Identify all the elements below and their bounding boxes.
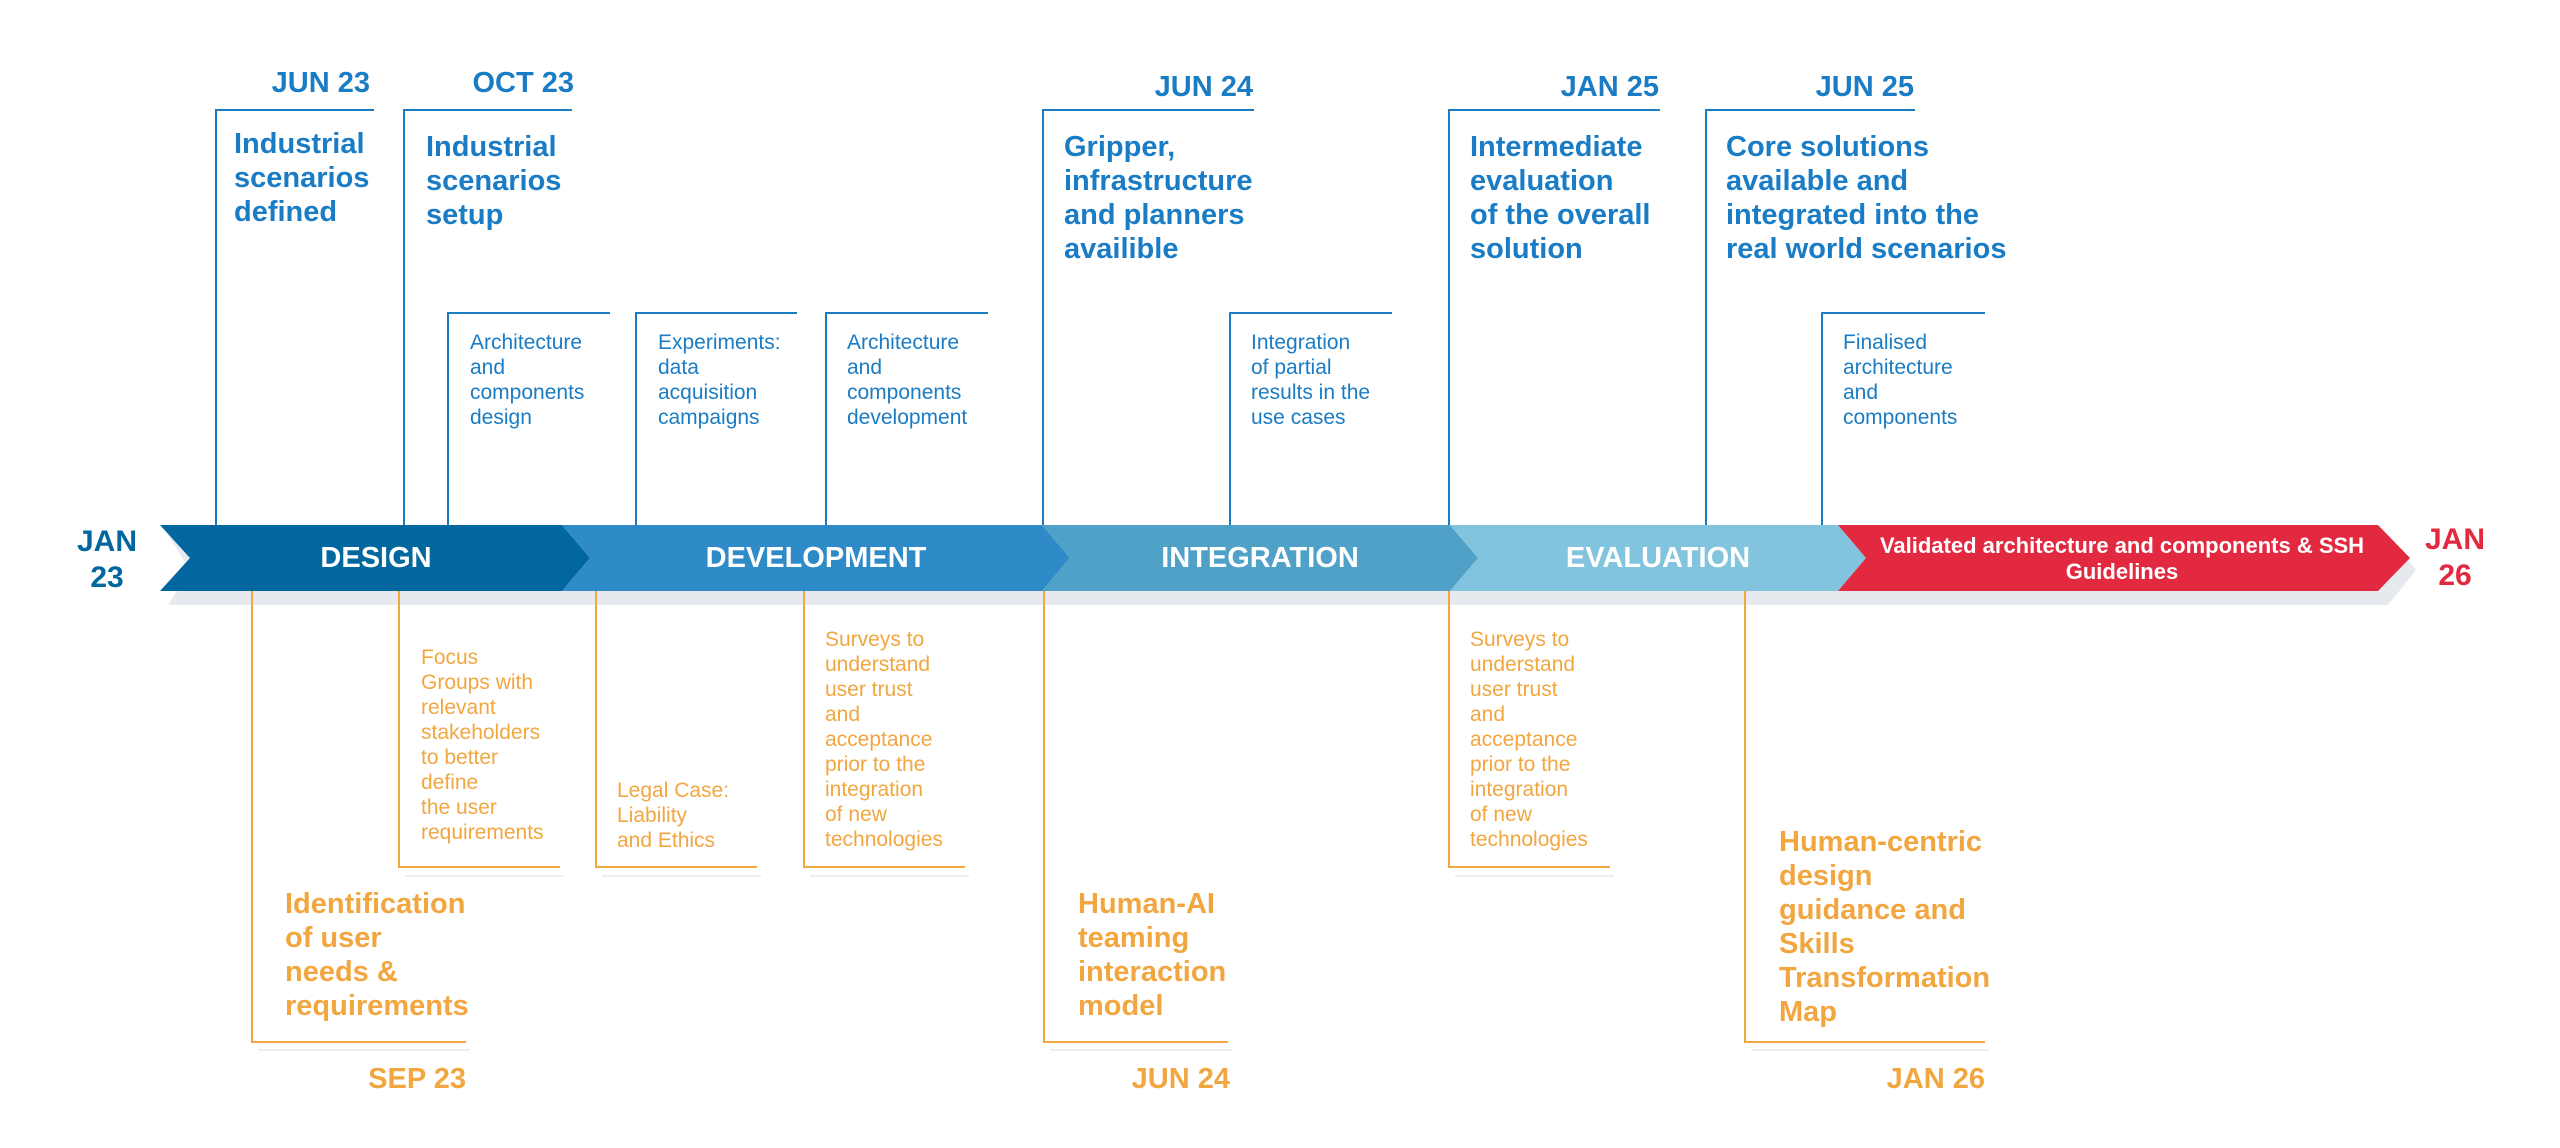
bracket-task-experiments: [635, 312, 797, 525]
bracket-bottom-jan26: [1744, 591, 1985, 1043]
bracket-top-oct23: [403, 109, 572, 525]
timeline-end-label: JAN 26: [2424, 523, 2485, 592]
bracket-task-surveys-2: [1448, 591, 1610, 868]
top-task: Finalised architecture and components: [1843, 331, 1958, 429]
bottom-milestone-text: Human-AI teaming interaction model: [1078, 888, 1227, 1022]
bracket-top-jun24: [1042, 109, 1254, 525]
top-milestone-date: JAN 25: [1560, 71, 1659, 103]
evaluation-chevron: [1450, 525, 1866, 591]
bracket-top-jun23: [215, 109, 374, 525]
bracket-task-finalised: [1821, 312, 1985, 525]
top-milestone-text: Core solutions available and integrated …: [1726, 131, 2007, 265]
phase-development: DEVELOPMENT: [705, 542, 927, 574]
bottom-milestone-date: JUN 24: [1131, 1063, 1230, 1095]
top-milestone-text: Intermediate evaluation of the overall s…: [1470, 131, 1651, 265]
bottom-task: Focus Groups with relevant stakeholders …: [421, 646, 544, 844]
top-task: Experiments: data acquisition campaigns: [658, 331, 781, 429]
phase-design: DESIGN: [320, 542, 432, 574]
bottom-milestone-text: Human-centric design guidance and Skills…: [1779, 826, 1991, 1028]
top-task: Architecture and components development: [847, 331, 968, 429]
bracket-task-surveys-1: [803, 591, 965, 868]
bracket-bottom-jun24: [1043, 591, 1228, 1043]
bracket-task-focus-groups: [398, 591, 560, 868]
bottom-milestone-date: SEP 23: [368, 1063, 466, 1095]
top-milestone-text: Industrial scenarios defined: [234, 128, 370, 228]
bracket-task-arch-dev: [825, 312, 988, 525]
bracket-task-arch-design: [447, 312, 610, 525]
bottom-milestone-date: JAN 26: [1886, 1063, 1985, 1095]
integration-chevron: [1042, 525, 1478, 591]
phase-evaluation: EVALUATION: [1565, 542, 1751, 574]
phase-integration: INTEGRATION: [1161, 542, 1359, 574]
top-task: Architecture and components design: [470, 331, 585, 429]
top-milestone-date: JUN 24: [1154, 71, 1253, 103]
bottom-task: Surveys to understand user trust and acc…: [825, 628, 943, 851]
top-milestone-text: Industrial scenarios setup: [426, 131, 562, 231]
development-chevron: [562, 525, 1070, 591]
top-task: Integration of partial results in the us…: [1251, 331, 1371, 429]
bracket-bottom-sep23: [251, 591, 466, 1043]
phase-final: Validated architecture and components & …: [1879, 533, 2365, 584]
top-milestone-date: OCT 23: [472, 67, 574, 99]
top-milestone-date: JUN 23: [271, 67, 370, 99]
bracket-task-legal: [595, 591, 757, 868]
final-chevron: [1838, 525, 2410, 591]
bracket-task-integration: [1229, 312, 1392, 525]
bottom-task: Legal Case: Liability and Ethics: [617, 779, 730, 852]
design-chevron: [160, 525, 590, 591]
bottom-task: Surveys to understand user trust and acc…: [1470, 628, 1588, 851]
bracket-top-jun25: [1705, 109, 1915, 525]
top-milestone-text: Gripper, infrastructure and planners ava…: [1064, 131, 1253, 265]
bracket-top-jan25: [1448, 109, 1660, 525]
bottom-milestone-text: Identification of user needs & requireme…: [285, 888, 469, 1022]
timeline-start-label: JAN 23: [76, 525, 137, 594]
top-milestone-date: JUN 25: [1815, 71, 1914, 103]
